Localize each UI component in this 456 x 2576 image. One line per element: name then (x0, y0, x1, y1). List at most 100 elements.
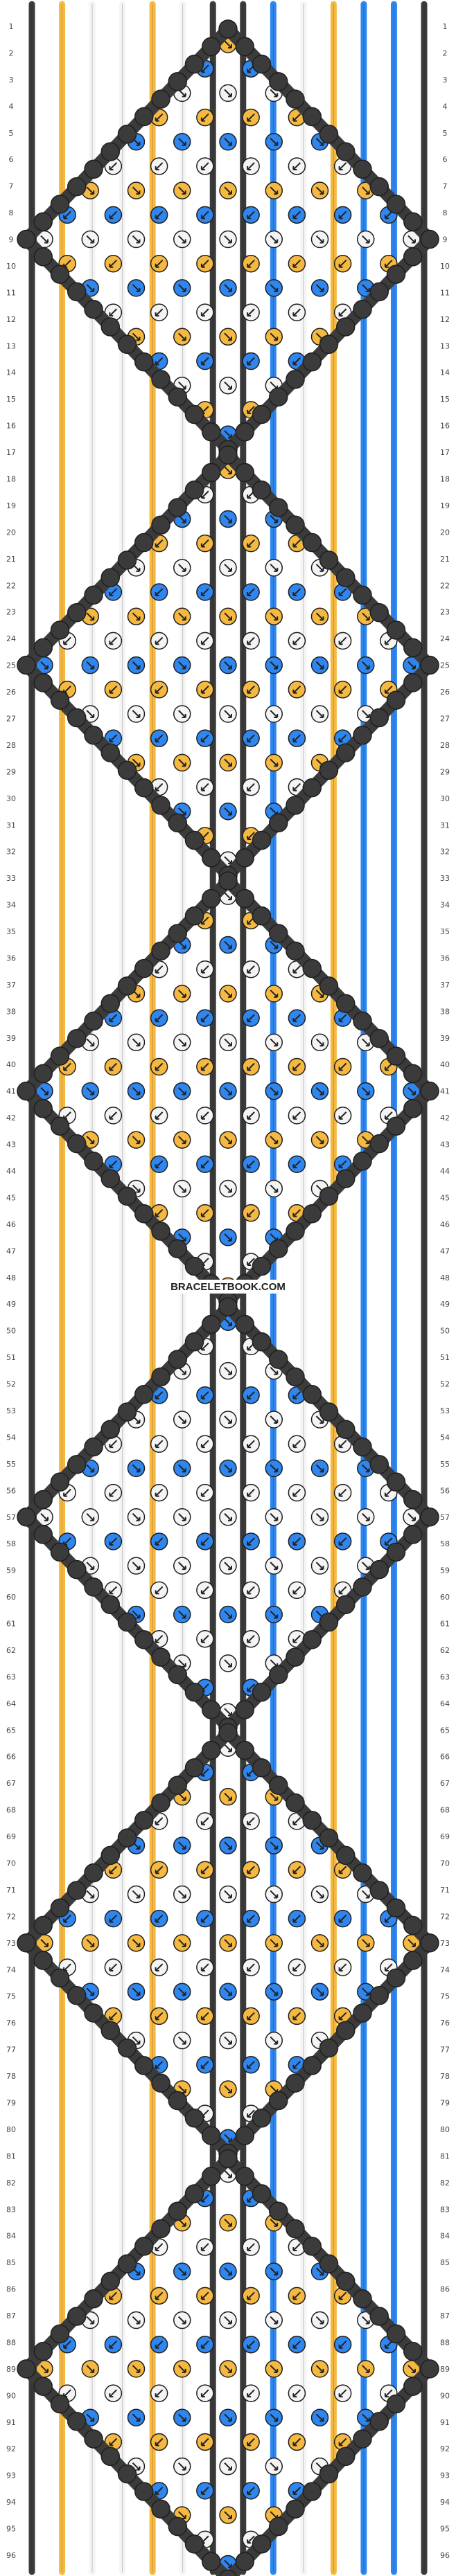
row-number-left: 65 (6, 1726, 16, 1735)
knot-arrow (292, 539, 301, 548)
row-number-right: 94 (440, 2498, 450, 2507)
knot-arrow (155, 2438, 164, 2447)
row-number-left: 57 (6, 1513, 16, 1522)
knot-arrow (155, 162, 164, 170)
row-number-left: 32 (6, 848, 16, 857)
knot-arrow (224, 235, 232, 244)
knot-arrow (362, 235, 370, 244)
row-number-right: 35 (440, 927, 450, 936)
knot-arrow (338, 1963, 347, 1972)
row-number-right: 27 (440, 714, 450, 723)
knot-arrow (224, 1136, 232, 1145)
knot-arrow (270, 1415, 279, 1424)
frame-knot (17, 1933, 36, 1953)
frame-knot (420, 229, 439, 249)
knot-arrow (224, 1513, 232, 1521)
row-number-right: 65 (440, 1726, 450, 1735)
row-number-left: 75 (6, 1992, 16, 2001)
frame-knot (218, 445, 238, 465)
knot-arrow (247, 539, 255, 548)
knot-arrow (155, 1391, 164, 1399)
frame-knot (353, 2429, 372, 2449)
row-number-right: 79 (440, 2098, 450, 2107)
knot-arrow (86, 612, 95, 621)
knot-arrow (200, 539, 209, 548)
knot-arrow (224, 2462, 232, 2471)
frame-knot (50, 2394, 70, 2414)
frame-knot (252, 1758, 272, 1778)
row-number-left: 16 (6, 422, 16, 431)
frame-knot (302, 1204, 322, 1224)
row-number-left: 29 (6, 767, 16, 776)
knot-arrow (178, 1086, 186, 1095)
knot-arrow (247, 2061, 255, 2069)
knot-arrow (155, 308, 164, 317)
row-number-left: 23 (6, 608, 16, 617)
knot-arrow (362, 661, 370, 670)
row-number-right: 31 (440, 821, 450, 830)
row-number-right: 24 (440, 634, 450, 643)
knot-arrow (315, 1890, 324, 1899)
row-number-right: 21 (440, 555, 450, 564)
knot-arrow (292, 1208, 301, 1217)
knot-arrow (292, 260, 301, 268)
knot-arrow (315, 1939, 324, 1947)
frame-knot (50, 2324, 70, 2344)
row-number-left: 64 (6, 1699, 16, 1708)
row-number-right: 22 (440, 581, 450, 590)
knot-arrow (155, 1817, 164, 1825)
knot-arrow (178, 710, 186, 718)
row-number-right: 7 (443, 182, 448, 191)
frame-knot (386, 2324, 406, 2344)
row-number-right: 34 (440, 901, 450, 910)
frame-knot (134, 352, 154, 372)
row-number-right: 52 (440, 1380, 450, 1389)
knot-arrow (178, 284, 186, 292)
knot-arrow (292, 1817, 301, 1825)
knot-arrow (155, 734, 164, 743)
knot-arrow (338, 2438, 347, 2447)
row-number-right: 13 (440, 341, 450, 350)
row-number-right: 80 (440, 2125, 450, 2134)
knot-arrow (362, 612, 370, 621)
row-number-left: 83 (6, 2205, 16, 2214)
frame-knot (286, 1222, 305, 1241)
row-number-left: 58 (6, 1539, 16, 1548)
frame-knot (420, 1508, 439, 1527)
row-number-left: 81 (6, 2152, 16, 2161)
knot-arrow (362, 1136, 370, 1145)
frame-knot (84, 1152, 103, 1171)
frame-knot (353, 2003, 372, 2023)
row-number-left: 7 (9, 182, 14, 191)
row-number-left: 82 (6, 2179, 16, 2188)
frame-knot (100, 142, 120, 161)
frame-knot (252, 2534, 272, 2554)
frame-knot (369, 708, 389, 728)
frame-knot (67, 708, 87, 728)
frame-knot (168, 1665, 187, 1685)
knot-arrow (109, 2438, 118, 2447)
frame-knot (353, 2289, 372, 2309)
knot-arrow (247, 1062, 255, 1071)
knot-arrow (224, 1610, 232, 1619)
frame-knot (100, 1845, 120, 1866)
knot-arrow (224, 1366, 232, 1375)
frame-knot (302, 1384, 322, 1404)
row-number-left: 52 (6, 1380, 16, 1389)
knot-arrow (109, 1062, 118, 1071)
frame-knot (369, 1881, 389, 1900)
knot-arrow (155, 1014, 164, 1023)
knot-arrow (132, 1890, 141, 1899)
frame-knot (386, 1116, 406, 1136)
knot-arrow (270, 990, 279, 998)
knot-arrow (270, 1939, 279, 1947)
frame-knot (369, 1029, 389, 1048)
frame-knot (134, 778, 154, 798)
row-number-left: 63 (6, 1672, 16, 1681)
frame-knot (168, 498, 187, 517)
row-number-right: 14 (440, 368, 450, 377)
knot-arrow (224, 564, 232, 572)
knot-arrow (224, 515, 232, 524)
knot-arrow (224, 940, 232, 949)
knot-arrow (200, 1635, 209, 1643)
